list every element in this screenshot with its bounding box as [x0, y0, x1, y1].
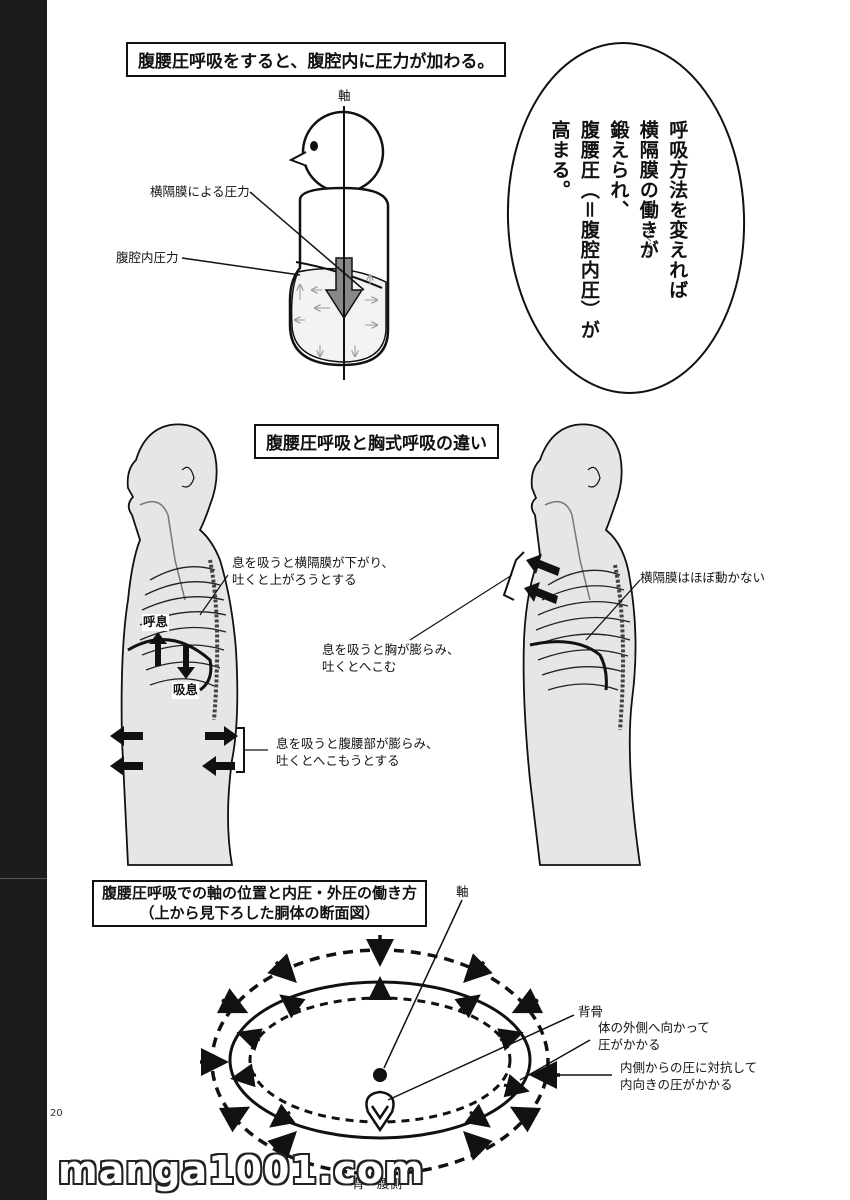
section2-title: 腹腰圧呼吸と胸式呼吸の違い — [254, 424, 499, 459]
belly-note-line2: 吐くとへこもうとする — [276, 752, 400, 768]
left-diaphragm-note: 息を吸うと横隔膜が下がり、 吐くと上がろうとする — [232, 555, 394, 589]
belly-note: 息を吸うと腹腰部が膨らみ、 吐くとへこもうとする — [276, 736, 439, 770]
section3-axis-label: 軸 — [456, 884, 469, 899]
diaphragm-pressure-label: 横隔膜による圧力 — [150, 184, 250, 199]
section3-title: 腹腰圧呼吸での軸の位置と内圧・外圧の働き方 （上から見下ろした胴体の断面図） — [92, 880, 428, 927]
chest-note: 息を吸うと胸が膨らみ、 吐くとへこむ — [322, 642, 460, 676]
outward-line1: 体の外側へ向かって — [598, 1020, 710, 1035]
site-watermark: manga1001.com — [58, 1148, 425, 1192]
left-note-line1: 息を吸うと横隔膜が下がり、 — [232, 555, 395, 570]
inward-line2: 内向きの圧がかかる — [620, 1076, 733, 1092]
spine-label: 背骨 — [578, 1004, 604, 1019]
outward-pressure-note: 体の外側へ向かって 圧がかかる — [598, 1020, 710, 1054]
page-number: 20 — [50, 1108, 63, 1119]
section3-title-line1: 腹腰圧呼吸での軸の位置と内圧・外圧の働き方 — [102, 884, 418, 902]
ruby-reading: ふくくう — [645, 226, 654, 258]
back-side-label: 背・腰側 — [352, 1176, 403, 1191]
abdominal-pressure-label: 腹腔内圧力 — [116, 250, 179, 265]
page-edge-tick — [0, 878, 47, 879]
inward-line1: 内側からの圧に対抗して — [620, 1060, 758, 1075]
speech-bubble — [506, 42, 746, 394]
section3-title-line2: （上から見下ろした胴体の断面図） — [139, 903, 380, 922]
figure-beak — [288, 151, 308, 167]
bubble-text: 呼吸方法を変えれば 横隔膜の働きが 鍛えられ、 腹腰圧（＝腹腔内圧）が 高まる。 — [548, 120, 689, 341]
exhale-label: 呼息 — [142, 614, 170, 631]
abdominal-leader — [181, 257, 301, 276]
diaphragm-static-note: 横隔膜はほぼ動かない — [640, 570, 766, 585]
outward-line2: 圧がかかる — [598, 1036, 661, 1052]
chest-note-line2: 吐くとへこむ — [322, 658, 397, 674]
pressure-figure — [181, 106, 390, 380]
section1-title: 腹腰圧呼吸をすると、腹腔内に圧力が加わる。 — [126, 42, 507, 77]
belly-note-line1: 息を吸うと腹腰部が膨らみ、 — [276, 736, 439, 751]
figure-eye — [310, 141, 318, 151]
left-torso — [110, 423, 268, 866]
chest-note-line1: 息を吸うと胸が膨らみ、 — [322, 642, 460, 657]
inhale-label: 吸息 — [172, 682, 200, 699]
page-edge-bar — [0, 0, 47, 1200]
inward-pressure-note: 内側からの圧に対抗して 内向きの圧がかかる — [620, 1060, 757, 1094]
right-torso — [409, 423, 642, 866]
diaphragm-leader — [249, 191, 365, 291]
left-note-line2: 吐くと上がろうとする — [232, 571, 357, 587]
cross-section-diagram — [200, 899, 612, 1176]
axis-label: 軸 — [338, 88, 351, 103]
pressure-arrows — [295, 275, 377, 356]
